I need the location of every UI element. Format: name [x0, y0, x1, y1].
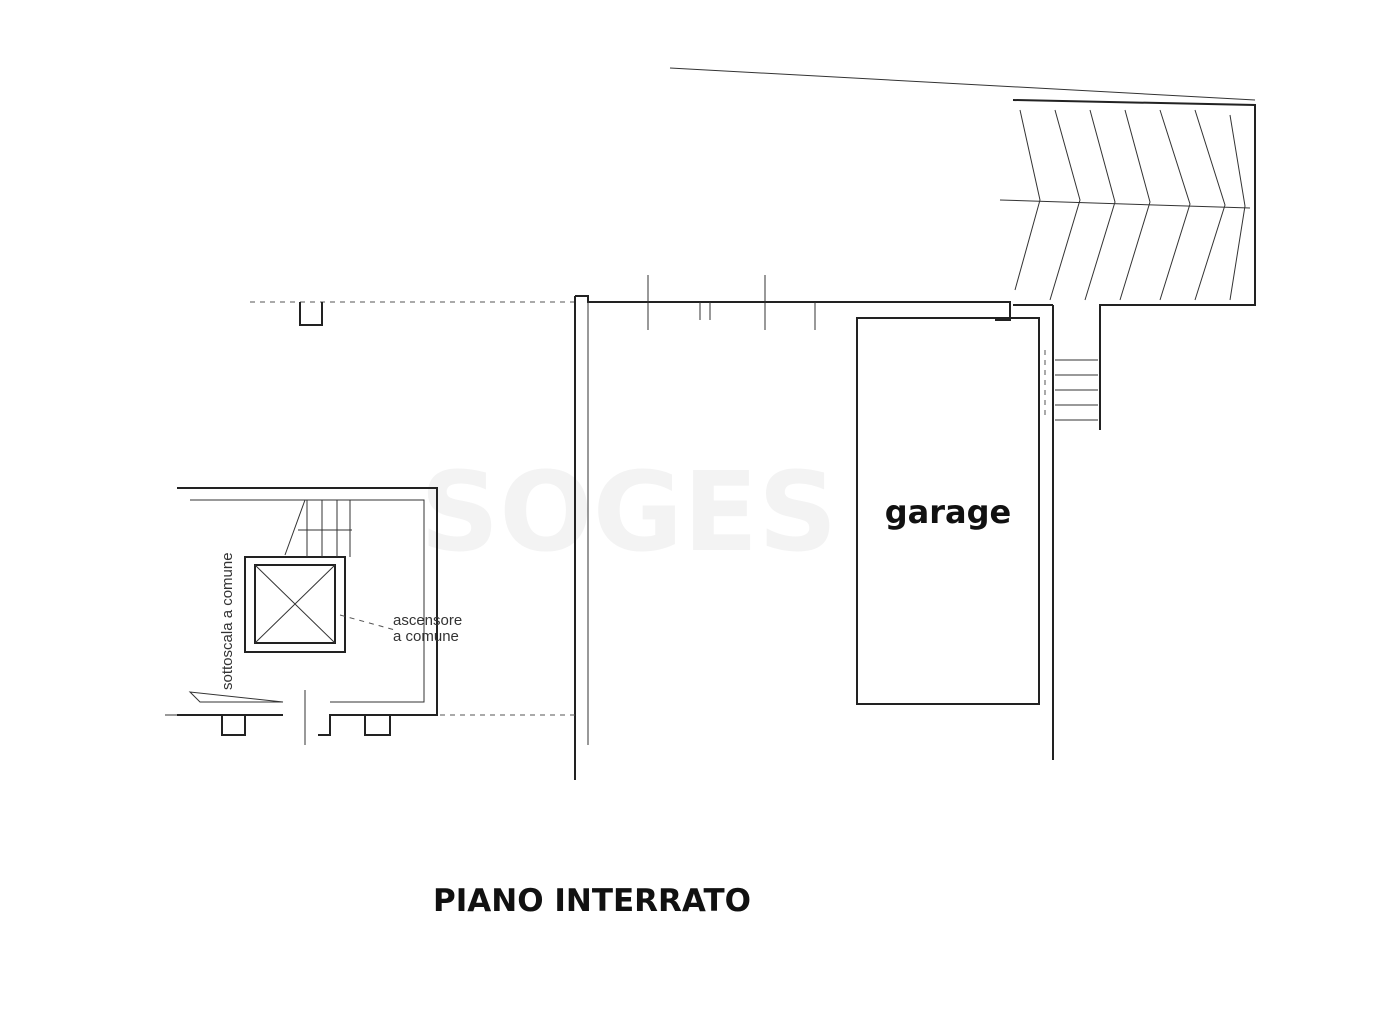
label-lift-1: ascensore	[393, 612, 462, 629]
boundary-line	[669, 67, 1256, 101]
label-under-stairs: sottoscala a comune	[219, 552, 236, 690]
room-label-garage: garage	[885, 493, 1011, 531]
stair-core: sottoscala a comune ascensore a comune	[165, 487, 462, 745]
ramp-hatched	[999, 99, 1256, 430]
room-garage: garage	[856, 317, 1040, 705]
plan-title: PIANO INTERRATO	[433, 883, 751, 919]
watermark: SOGES	[420, 448, 837, 576]
walls	[250, 275, 1011, 780]
stairs-right	[1044, 305, 1098, 760]
label-lift-2: a comune	[393, 628, 459, 645]
